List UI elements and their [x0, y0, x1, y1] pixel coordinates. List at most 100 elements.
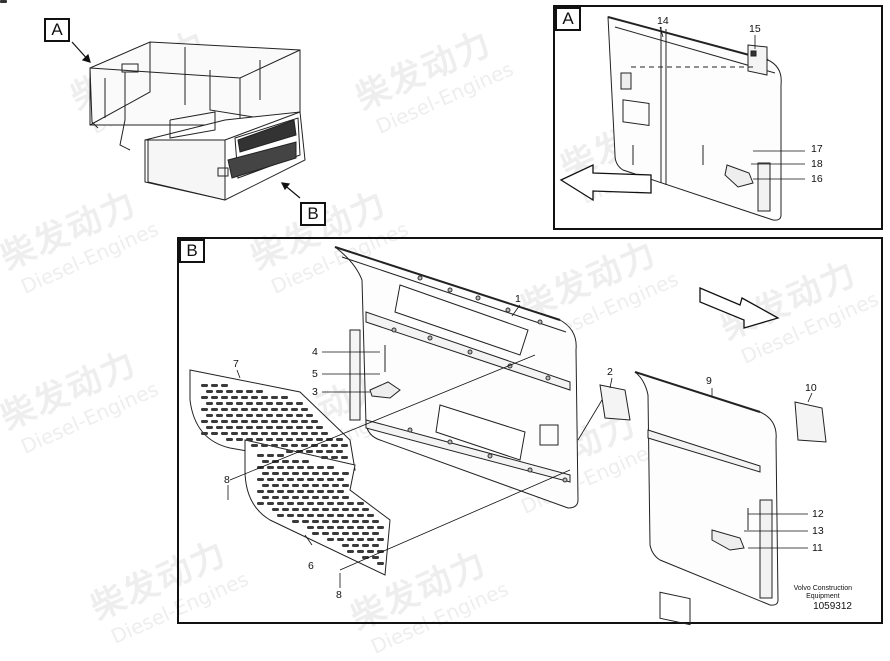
grille-hole [221, 432, 228, 435]
grille-hole [236, 426, 243, 429]
grille-hole [357, 502, 364, 505]
grille-hole [357, 526, 364, 529]
grille-hole [332, 484, 339, 487]
callout-label: 17 [811, 143, 823, 155]
grille-hole [231, 396, 238, 399]
grille-hole [332, 496, 339, 499]
grille-hole [322, 520, 329, 523]
grille-hole [251, 432, 258, 435]
grille-hole [377, 550, 384, 553]
grille-hole [231, 420, 238, 423]
callout-label: 12 [812, 508, 824, 520]
grille-hole [262, 472, 269, 475]
grille-hole [316, 426, 323, 429]
grille-hole [337, 538, 344, 541]
grille-hole [236, 438, 243, 441]
grille-hole [352, 508, 359, 511]
grille-hole [336, 438, 343, 441]
grille-hole [272, 484, 279, 487]
grille-hole [306, 450, 313, 453]
grille-hole [281, 432, 288, 435]
grille-hole [347, 514, 354, 517]
grille-hole [307, 490, 314, 493]
grille-hole [362, 520, 369, 523]
grille-hole [327, 502, 334, 505]
grille-hole [277, 502, 284, 505]
grille-hole [357, 538, 364, 541]
grille-hole [302, 472, 309, 475]
grille-hole [281, 420, 288, 423]
overview-drawing [71, 41, 306, 201]
grille-hole [296, 426, 303, 429]
grille-hole [372, 520, 379, 523]
grille-hole [337, 514, 344, 517]
grille-hole [206, 390, 213, 393]
grille-hole [322, 484, 329, 487]
grille-hole [246, 438, 253, 441]
grille-hole [216, 402, 223, 405]
callout-label: 2 [607, 366, 613, 378]
grille-hole [302, 520, 309, 523]
grille-hole [296, 414, 303, 417]
grille-hole [322, 496, 329, 499]
grille-hole [286, 414, 293, 417]
grille-hole [287, 502, 294, 505]
grille-hole [357, 550, 364, 553]
drawing-number: 1059312 [813, 601, 852, 612]
grille-hole [337, 478, 344, 481]
grille-hole [262, 484, 269, 487]
grille-hole [331, 456, 338, 459]
grille-hole [251, 396, 258, 399]
grille-hole [277, 490, 284, 493]
grille-hole [337, 490, 344, 493]
grille-hole [292, 460, 299, 463]
grille-hole [201, 408, 208, 411]
grille-hole [297, 502, 304, 505]
grille-hole [201, 432, 208, 435]
callout-label: 4 [312, 346, 318, 358]
grille-hole [236, 390, 243, 393]
grille-hole [327, 466, 334, 469]
grille-hole [327, 538, 334, 541]
maker-line-1: Volvo Construction [793, 585, 852, 592]
grille-hole [296, 438, 303, 441]
grille-hole [322, 472, 329, 475]
detail-tag-a: A [555, 7, 581, 31]
grille-hole [211, 396, 218, 399]
grille-hole [317, 478, 324, 481]
grille-hole [291, 408, 298, 411]
grille-hole [347, 550, 354, 553]
grille-hole [307, 478, 314, 481]
grille-hole [276, 402, 283, 405]
grille-hole [352, 544, 359, 547]
grille-hole [281, 408, 288, 411]
grille-hole [246, 390, 253, 393]
grille-hole [276, 426, 283, 429]
grille-hole [277, 514, 284, 517]
callout-label: 7 [233, 358, 239, 370]
grille-hole [322, 532, 329, 535]
grille-hole [302, 460, 309, 463]
grille-hole [377, 538, 384, 541]
grille-hole [282, 496, 289, 499]
grille-hole [261, 444, 268, 447]
grille-hole [297, 514, 304, 517]
grille-hole [267, 502, 274, 505]
grille-hole [257, 502, 264, 505]
grille-hole [287, 478, 294, 481]
grille-hole [301, 408, 308, 411]
maker-line-2: Equipment [806, 593, 840, 600]
grille-hole [281, 444, 288, 447]
grille-hole [271, 408, 278, 411]
grille-hole [342, 520, 349, 523]
callout-label: 8 [336, 589, 342, 601]
grille-hole [241, 396, 248, 399]
grille-hole [206, 402, 213, 405]
grille-hole [322, 508, 329, 511]
grille-hole [261, 396, 268, 399]
grille-hole [362, 532, 369, 535]
grille-hole [312, 472, 319, 475]
grille-hole [367, 514, 374, 517]
grille-hole [327, 490, 334, 493]
